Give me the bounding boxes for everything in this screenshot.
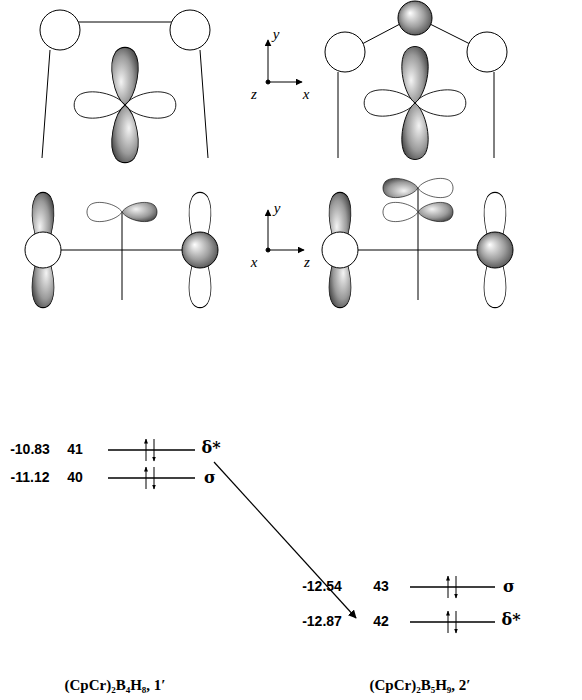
axis-label: y	[273, 26, 280, 43]
axis-label: z	[251, 86, 257, 103]
energy-value: -12.87	[302, 614, 342, 629]
axis-label: y	[274, 200, 281, 217]
axis-label: z	[304, 254, 310, 271]
orbital-number: 40	[67, 470, 83, 485]
compound-caption: (CpCr)₂B₄H₈, 1′	[64, 677, 165, 694]
orbital-symbol: δ*	[201, 439, 220, 457]
orbital-symbol: δ*	[501, 611, 520, 629]
orbital-number: 41	[67, 442, 83, 457]
energy-value: -12.54	[302, 579, 342, 594]
compound-caption: (CpCr)₂B₅H₉, 2′	[369, 677, 470, 694]
orbital-number: 43	[373, 579, 389, 594]
energy-value: -10.83	[10, 442, 50, 457]
axis-label: x	[303, 86, 310, 103]
axis-label: x	[251, 254, 258, 271]
orbital-symbol: σ	[204, 469, 216, 487]
orbital-number: 42	[373, 614, 389, 629]
energy-value: -11.12	[11, 470, 50, 485]
orbital-symbol: σ	[503, 578, 515, 596]
